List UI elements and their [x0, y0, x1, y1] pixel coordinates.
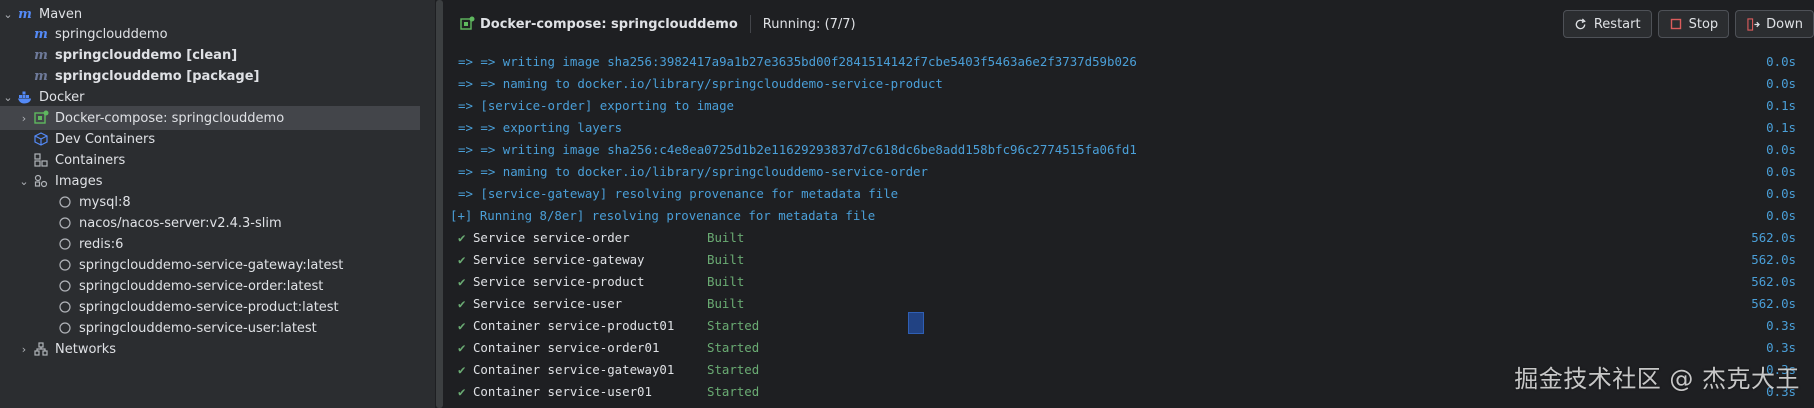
- restart-icon: [1574, 17, 1588, 31]
- log-console[interactable]: => => writing image sha256:3982417a9a1b2…: [444, 48, 1814, 408]
- tree-item-maven-1[interactable]: m springclouddemo [clean]: [0, 43, 420, 67]
- image-circle-icon: [56, 319, 74, 337]
- check-icon: ✔: [458, 295, 466, 311]
- log-line: => => writing image sha256:3982417a9a1b2…: [458, 53, 1796, 69]
- image-circle-icon: [56, 298, 74, 316]
- restart-button[interactable]: Restart: [1562, 10, 1652, 38]
- log-line: => => naming to docker.io/library/spring…: [458, 75, 1796, 91]
- tree-node-networks[interactable]: › Networks: [0, 337, 420, 361]
- check-icon: ✔: [458, 383, 466, 399]
- chevron-right-icon[interactable]: ›: [21, 342, 27, 356]
- image-circle-icon: [56, 277, 74, 295]
- check-icon: ✔: [458, 317, 466, 333]
- log-line: => => naming to docker.io/library/spring…: [458, 163, 1796, 179]
- down-icon: [1746, 17, 1760, 31]
- image-circle-icon: [56, 193, 74, 211]
- tree-node-maven[interactable]: ⌄ m Maven: [0, 2, 420, 26]
- tree-item-image[interactable]: springclouddemo-service-gateway:latest: [0, 253, 420, 277]
- maven-run-icon: m: [34, 68, 48, 84]
- tree-item-image[interactable]: springclouddemo-service-product:latest: [0, 295, 420, 319]
- compose-icon: [458, 15, 476, 33]
- maven-icon: m: [34, 26, 48, 42]
- tree-item-maven-2[interactable]: m springclouddemo [package]: [0, 64, 420, 88]
- tree-item-maven-0[interactable]: m springclouddemo: [0, 22, 420, 46]
- compose-title: Docker-compose: springclouddemo: [480, 16, 738, 32]
- log-line: => => writing image sha256:c4e8ea0725d1b…: [458, 141, 1796, 157]
- docker-icon: [16, 88, 34, 106]
- tree-node-docker[interactable]: ⌄ Docker: [0, 85, 420, 109]
- watermark: 掘金技术社区 @ 杰克大王: [1514, 365, 1800, 393]
- log-line: => [service-gateway] resolving provenanc…: [458, 185, 1796, 201]
- text-cursor: [908, 312, 924, 334]
- tree-item-dev-containers[interactable]: Dev Containers: [0, 127, 420, 151]
- tree-item-image[interactable]: mysql:8: [0, 190, 420, 214]
- chevron-down-icon[interactable]: ⌄: [19, 174, 29, 188]
- tree-node-images[interactable]: ⌄ Images: [0, 169, 420, 193]
- maven-icon: m: [18, 6, 32, 22]
- services-tree: ⌄ m Maven m springclouddemo m springclou…: [0, 0, 435, 408]
- network-icon: [32, 340, 50, 358]
- running-status: Running: (7/7): [762, 16, 856, 32]
- cube-icon: [32, 130, 50, 148]
- compose-icon: [32, 109, 50, 127]
- compose-header: Docker-compose: springclouddemo Running:…: [444, 0, 1814, 48]
- tree-item-image[interactable]: springclouddemo-service-user:latest: [0, 316, 420, 340]
- tree-item-containers[interactable]: Containers: [0, 148, 420, 172]
- chevron-down-icon[interactable]: ⌄: [3, 7, 13, 21]
- chevron-right-icon[interactable]: ›: [21, 111, 27, 125]
- check-icon: ✔: [458, 229, 466, 245]
- image-circle-icon: [56, 214, 74, 232]
- tree-item-image[interactable]: nacos/nacos-server:v2.4.3-slim: [0, 211, 420, 235]
- header-divider: [749, 15, 751, 33]
- tree-item-docker-compose[interactable]: › Docker-compose: springclouddemo: [0, 106, 420, 130]
- image-circle-icon: [56, 256, 74, 274]
- tree-scrollbar[interactable]: [436, 0, 443, 408]
- maven-run-icon: m: [34, 47, 48, 63]
- check-icon: ✔: [458, 339, 466, 355]
- images-icon: [32, 172, 50, 190]
- chevron-down-icon[interactable]: ⌄: [3, 90, 13, 104]
- compose-log-panel: Docker-compose: springclouddemo Running:…: [444, 0, 1814, 408]
- stop-button[interactable]: Stop: [1657, 10, 1730, 38]
- stop-icon: [1669, 17, 1683, 31]
- check-icon: ✔: [458, 361, 466, 377]
- tree-item-image[interactable]: redis:6: [0, 232, 420, 256]
- containers-icon: [32, 151, 50, 169]
- log-line: [+] Running 8/8er] resolving provenance …: [450, 207, 1796, 223]
- tree-item-image[interactable]: springclouddemo-service-order:latest: [0, 274, 420, 298]
- check-icon: ✔: [458, 273, 466, 289]
- image-circle-icon: [56, 235, 74, 253]
- check-icon: ✔: [458, 251, 466, 267]
- down-button[interactable]: Down: [1735, 10, 1814, 38]
- header-actions: Restart Stop Down: [1562, 10, 1814, 38]
